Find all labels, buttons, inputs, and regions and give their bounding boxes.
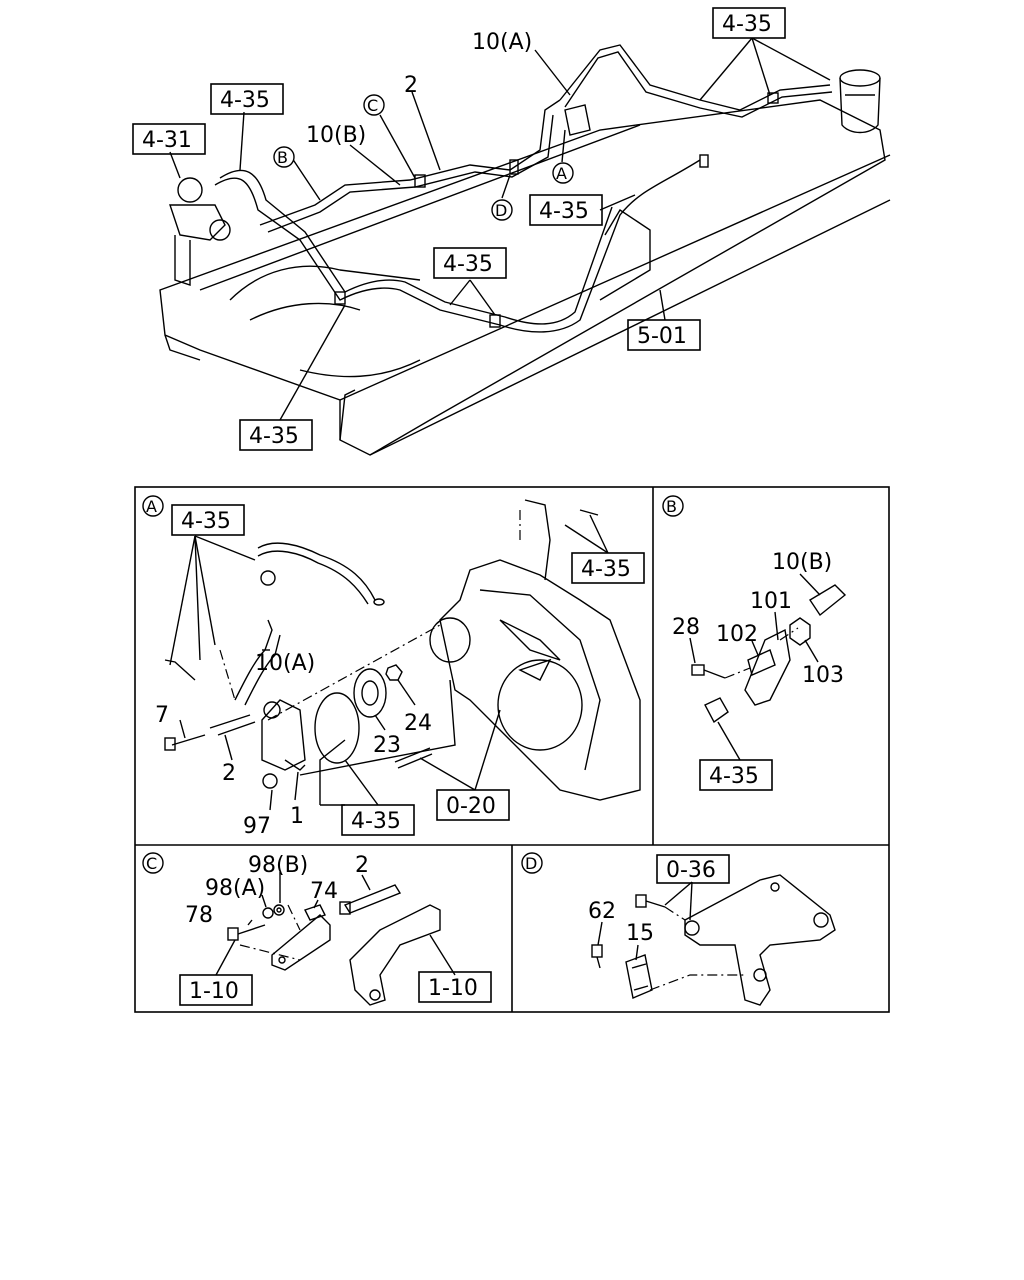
ref-4-35-top-right: 4-35 (722, 12, 772, 37)
callout-a-top: A (556, 164, 567, 183)
label-97: 97 (243, 814, 271, 839)
panel-b: B 4-35 10(B) (662, 495, 847, 791)
label-1: 1 (290, 804, 304, 829)
panel-c-tag: C (146, 854, 157, 873)
label-10b-panel-b: 10(B) (772, 550, 832, 575)
ref-1-10-right: 1-10 (428, 976, 478, 1001)
top-leader-lines (169, 37, 831, 421)
panel-b-tag: B (666, 497, 677, 516)
label-98a: 98(A) (205, 876, 265, 901)
label-24: 24 (404, 711, 432, 736)
label-15: 15 (626, 921, 654, 946)
ref-4-35-bottom: 4-35 (249, 424, 299, 449)
top-callouts (273, 94, 574, 221)
panel-a-tag: A (146, 497, 157, 516)
callout-c-top: C (367, 96, 378, 115)
label-28: 28 (672, 615, 700, 640)
ref-0-36: 0-36 (666, 858, 716, 883)
label-74: 74 (310, 879, 338, 904)
ref-4-35-panel-a-topright: 4-35 (581, 557, 631, 582)
ref-4-35-center: 4-35 (443, 252, 493, 277)
label-62: 62 (588, 899, 616, 924)
ref-0-20: 0-20 (446, 794, 496, 819)
chassis-overview (159, 44, 891, 456)
ref-4-35-top-left: 4-35 (220, 88, 270, 113)
panel-d: D 0-36 62 15 (521, 852, 836, 1006)
ref-4-35-panel-a-topleft: 4-35 (181, 509, 231, 534)
label-7: 7 (155, 703, 169, 728)
ref-1-10-left: 1-10 (189, 979, 239, 1004)
ref-5-01: 5-01 (637, 324, 687, 349)
ref-4-35-mid-right: 4-35 (539, 199, 589, 224)
ref-4-35-panel-b: 4-35 (709, 764, 759, 789)
top-reference-boxes (132, 7, 786, 451)
label-103: 103 (802, 663, 844, 688)
label-10a-panel-a: 10(A) (255, 651, 315, 676)
ref-4-31: 4-31 (142, 128, 192, 153)
panel-a: A (142, 495, 645, 839)
label-23: 23 (373, 733, 401, 758)
panel-d-tag: D (525, 854, 537, 873)
label-101: 101 (750, 589, 792, 614)
label-2-panel-c: 2 (355, 853, 369, 878)
callout-b-top: B (277, 148, 288, 167)
label-78: 78 (185, 903, 213, 928)
label-102: 102 (716, 622, 758, 647)
label-2-panel-a: 2 (222, 761, 236, 786)
label-2-top: 2 (404, 73, 418, 98)
panel-c: C (142, 852, 492, 1006)
callout-d-top: D (495, 201, 507, 220)
ref-4-35-panel-a-bottom: 4-35 (351, 809, 401, 834)
label-98b: 98(B) (248, 853, 308, 878)
panel-frames (134, 486, 890, 1013)
label-10a-top: 10(A) (472, 30, 532, 55)
label-10b-top: 10(B) (306, 123, 366, 148)
